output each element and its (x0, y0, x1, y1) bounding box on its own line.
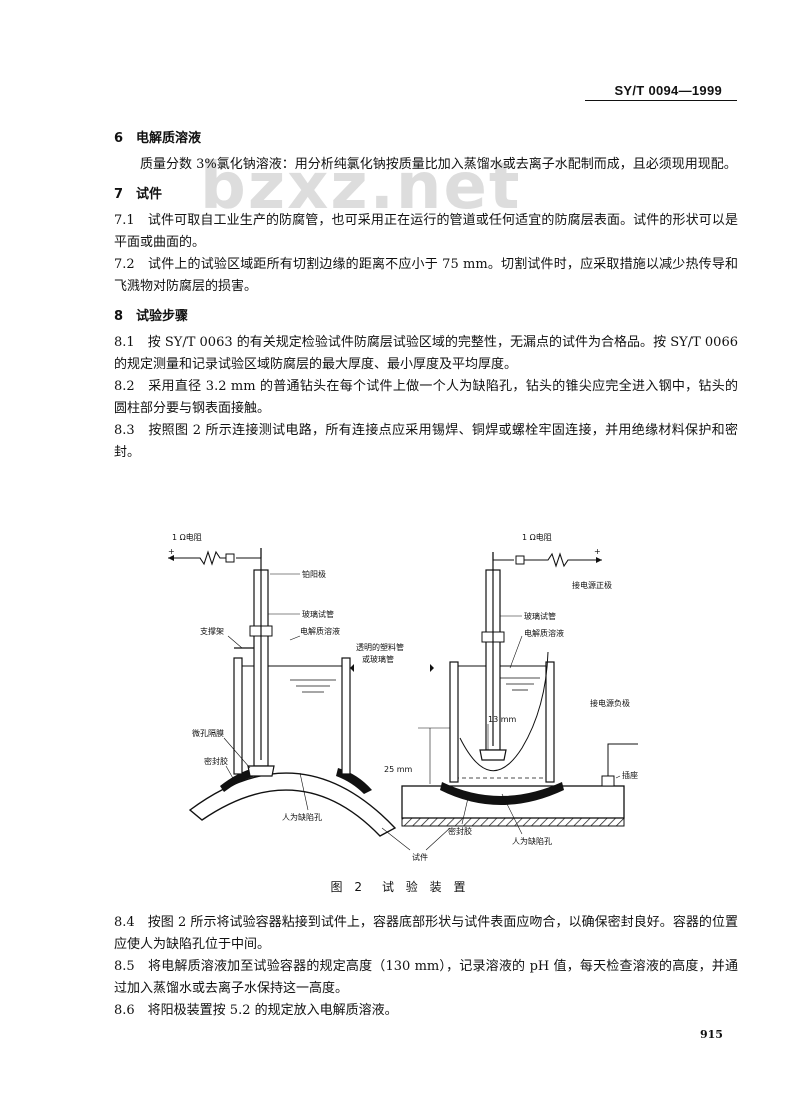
clause-7-1: 7.1 试件可取自工业生产的防腐管，也可采用正在运行的管道或任何适宜的防腐层表面… (114, 213, 738, 250)
socket (601, 775, 615, 787)
sealant-right-blob (336, 768, 372, 794)
label-electrolyte-right: 电解质溶液 (524, 628, 564, 638)
flat-specimen-hatch (401, 817, 625, 827)
label-plus-right: + (594, 547, 601, 556)
liquid-surface-right (500, 677, 540, 691)
section-6-paragraph: 质量分数 3%氯化钠溶液：用分析纯氯化钠按质量比加入蒸馏水或去离子水配制而成，且… (140, 157, 737, 172)
resistor-right-zigzag (524, 552, 602, 568)
label-electrolyte-left: 电解质溶液 (300, 626, 340, 636)
label-dim-13: 13 mm (488, 715, 517, 724)
label-plus-left: + (168, 547, 175, 556)
figure-caption: 图 2 试 验 装 置 (330, 880, 470, 894)
label-specimen: 试件 (412, 852, 428, 862)
label-socket: 插座 (622, 770, 638, 780)
sealant-right-arc (440, 782, 564, 805)
page-number: 915 (700, 1028, 723, 1041)
negative-terminal-wire (607, 743, 638, 786)
header-rule (585, 100, 737, 101)
microporous-membrane (247, 765, 275, 777)
container-right-left-wall (449, 661, 459, 783)
label-to-negative: 接电源负极 (590, 698, 630, 708)
container-left-wall (233, 657, 243, 775)
main-text-lower: 8.4 按图 2 所示将试验容器粘接到试件上，容器底部形状与试件表面应吻合，以确… (114, 912, 738, 1022)
standard-code: SY/T 0094—1999 (614, 83, 722, 98)
label-glass-tube-right: 玻璃试管 (524, 611, 556, 621)
clause-8-4: 8.4 按图 2 所示将试验容器粘接到试件上，容器底部形状与试件表面应吻合，以确… (114, 915, 738, 952)
section-8-title: 8 试验步骤 (114, 309, 189, 324)
label-resistor-right: 1 Ω电阻 (522, 532, 552, 542)
plastic-tube-right (459, 651, 549, 772)
apparatus-drawing: 1 Ω电阻 + 铂阳极 玻璃试管 支撑架 电解质溶液 微孔隔膜 密封胶 人为缺陷… (168, 532, 638, 862)
section-6-title: 6 电解质溶液 (114, 131, 202, 146)
clause-8-3: 8.3 按照图 2 所示连接测试电路，所有连接点应采用锡焊、铜焊或螺栓牢固连接，… (114, 423, 738, 460)
container-right-right-wall (545, 661, 555, 783)
clause-8-6: 8.6 将阳极装置按 5.2 的规定放入电解质溶液。 (114, 1003, 398, 1018)
container-right-wall (341, 657, 351, 775)
clause-8-2: 8.2 采用直径 3.2 mm 的普通钻头在每个试件上做一个人为缺陷孔，钻头的锥… (114, 379, 738, 416)
label-membrane: 微孔隔膜 (192, 728, 224, 738)
figure-2-test-apparatus: 1 Ω电阻 + 铂阳极 玻璃试管 支撑架 电解质溶液 微孔隔膜 密封胶 人为缺陷… (150, 528, 650, 868)
label-resistor-left: 1 Ω电阻 (172, 532, 202, 542)
clause-7-2: 7.2 试件上的试验区域距所有切割边缘的距离不应小于 75 mm。切割试件时，应… (114, 257, 738, 294)
label-dim-25: 25 mm (384, 765, 413, 774)
label-sealant-right: 密封胶 (448, 826, 472, 836)
label-defect-left: 人为缺陷孔 (282, 812, 322, 822)
section-7-title: 7 试件 (114, 187, 163, 202)
label-sealant-left: 密封胶 (204, 756, 228, 766)
label-plastic-tube-2: 或玻璃管 (362, 654, 394, 664)
label-to-positive: 接电源正极 (572, 580, 612, 590)
resistor-left-zigzag (168, 550, 226, 566)
label-plastic-tube: 透明的塑料管 (356, 642, 404, 652)
label-support: 支撑架 (200, 626, 224, 636)
label-glass-tube-left: 玻璃试管 (302, 609, 334, 619)
clause-8-1: 8.1 按 SY/T 0063 的有关规定检验试件防腐层试验区域的完整性，无漏点… (114, 335, 738, 372)
label-defect-right: 人为缺陷孔 (512, 836, 552, 846)
main-text-upper: 6 电解质溶液 质量分数 3%氯化钠溶液：用分析纯氯化钠按质量比加入蒸馏水或去离… (114, 128, 738, 464)
liquid-surface-left (290, 679, 336, 693)
label-platinum-anode: 铂阳极 (302, 569, 326, 579)
clause-8-5: 8.5 将电解质溶液加至试验容器的规定高度（130 mm），记录溶液的 pH 值… (114, 959, 738, 996)
